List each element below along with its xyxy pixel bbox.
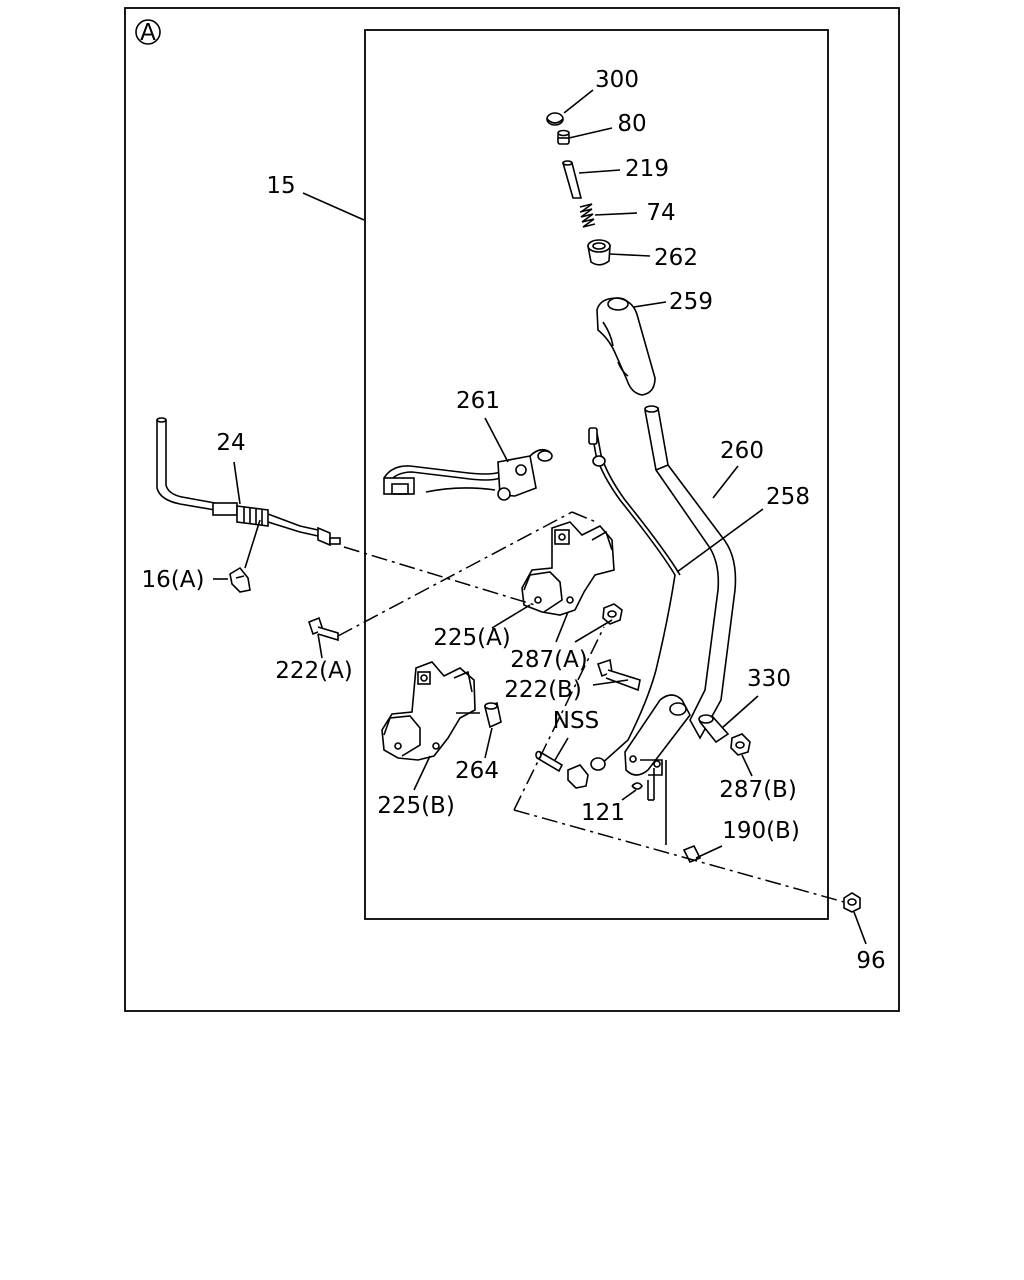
part-258-cable [588, 427, 681, 771]
label-96: 96 [856, 948, 885, 974]
part-96-nut [843, 892, 861, 913]
label-287a: 287(A) [510, 647, 588, 673]
alignment-lines [337, 511, 845, 903]
label-121: 121 [581, 800, 625, 826]
part-24-cable [156, 417, 341, 547]
label-222b: 222(B) [504, 677, 582, 703]
part-260-shift-lever [644, 405, 737, 740]
view-badge: A [135, 19, 161, 46]
part-16a-clip [229, 566, 251, 593]
label-190b: 190(B) [722, 818, 800, 844]
part-222a-bolt [308, 616, 339, 642]
part-262-bushing [587, 239, 611, 266]
view-badge-letter: A [140, 20, 156, 46]
part-261-switch-harness [383, 448, 553, 501]
part-287a-nut [602, 603, 623, 625]
outer-frame [124, 7, 900, 1012]
label-16a: 16(A) [142, 567, 205, 593]
label-74: 74 [646, 200, 675, 226]
part-clip-block [567, 764, 589, 789]
label-nss: NSS [553, 708, 599, 734]
part-80-plug [557, 129, 570, 145]
part-259-knob [596, 297, 656, 396]
part-219-pin [561, 160, 583, 199]
part-264-sleeve [484, 701, 502, 729]
part-287b-nut [730, 733, 751, 756]
label-330: 330 [747, 666, 791, 692]
label-80: 80 [617, 111, 646, 137]
label-260: 260 [720, 438, 764, 464]
label-261: 261 [456, 388, 500, 414]
label-300: 300 [595, 67, 639, 93]
label-225b: 225(B) [377, 793, 455, 819]
label-258: 258 [766, 484, 810, 510]
label-225a: 225(A) [433, 625, 511, 651]
label-264: 264 [455, 758, 499, 784]
label-219: 219 [625, 156, 669, 182]
label-262: 262 [654, 245, 698, 271]
label-222a: 222(A) [275, 658, 353, 684]
part-225b-bracket [381, 661, 476, 761]
part-330-sleeve [698, 714, 730, 744]
part-121-clip [631, 782, 643, 790]
part-225a-bracket [521, 521, 615, 616]
part-300-cap [546, 112, 564, 126]
label-15: 15 [266, 173, 295, 199]
part-222b-bolt [596, 658, 641, 692]
part-74-spring [579, 203, 596, 228]
label-259: 259 [669, 289, 713, 315]
label-24: 24 [216, 430, 245, 456]
label-287b: 287(B) [719, 777, 797, 803]
inner-frame [364, 29, 829, 920]
lever-bracket [624, 694, 691, 801]
